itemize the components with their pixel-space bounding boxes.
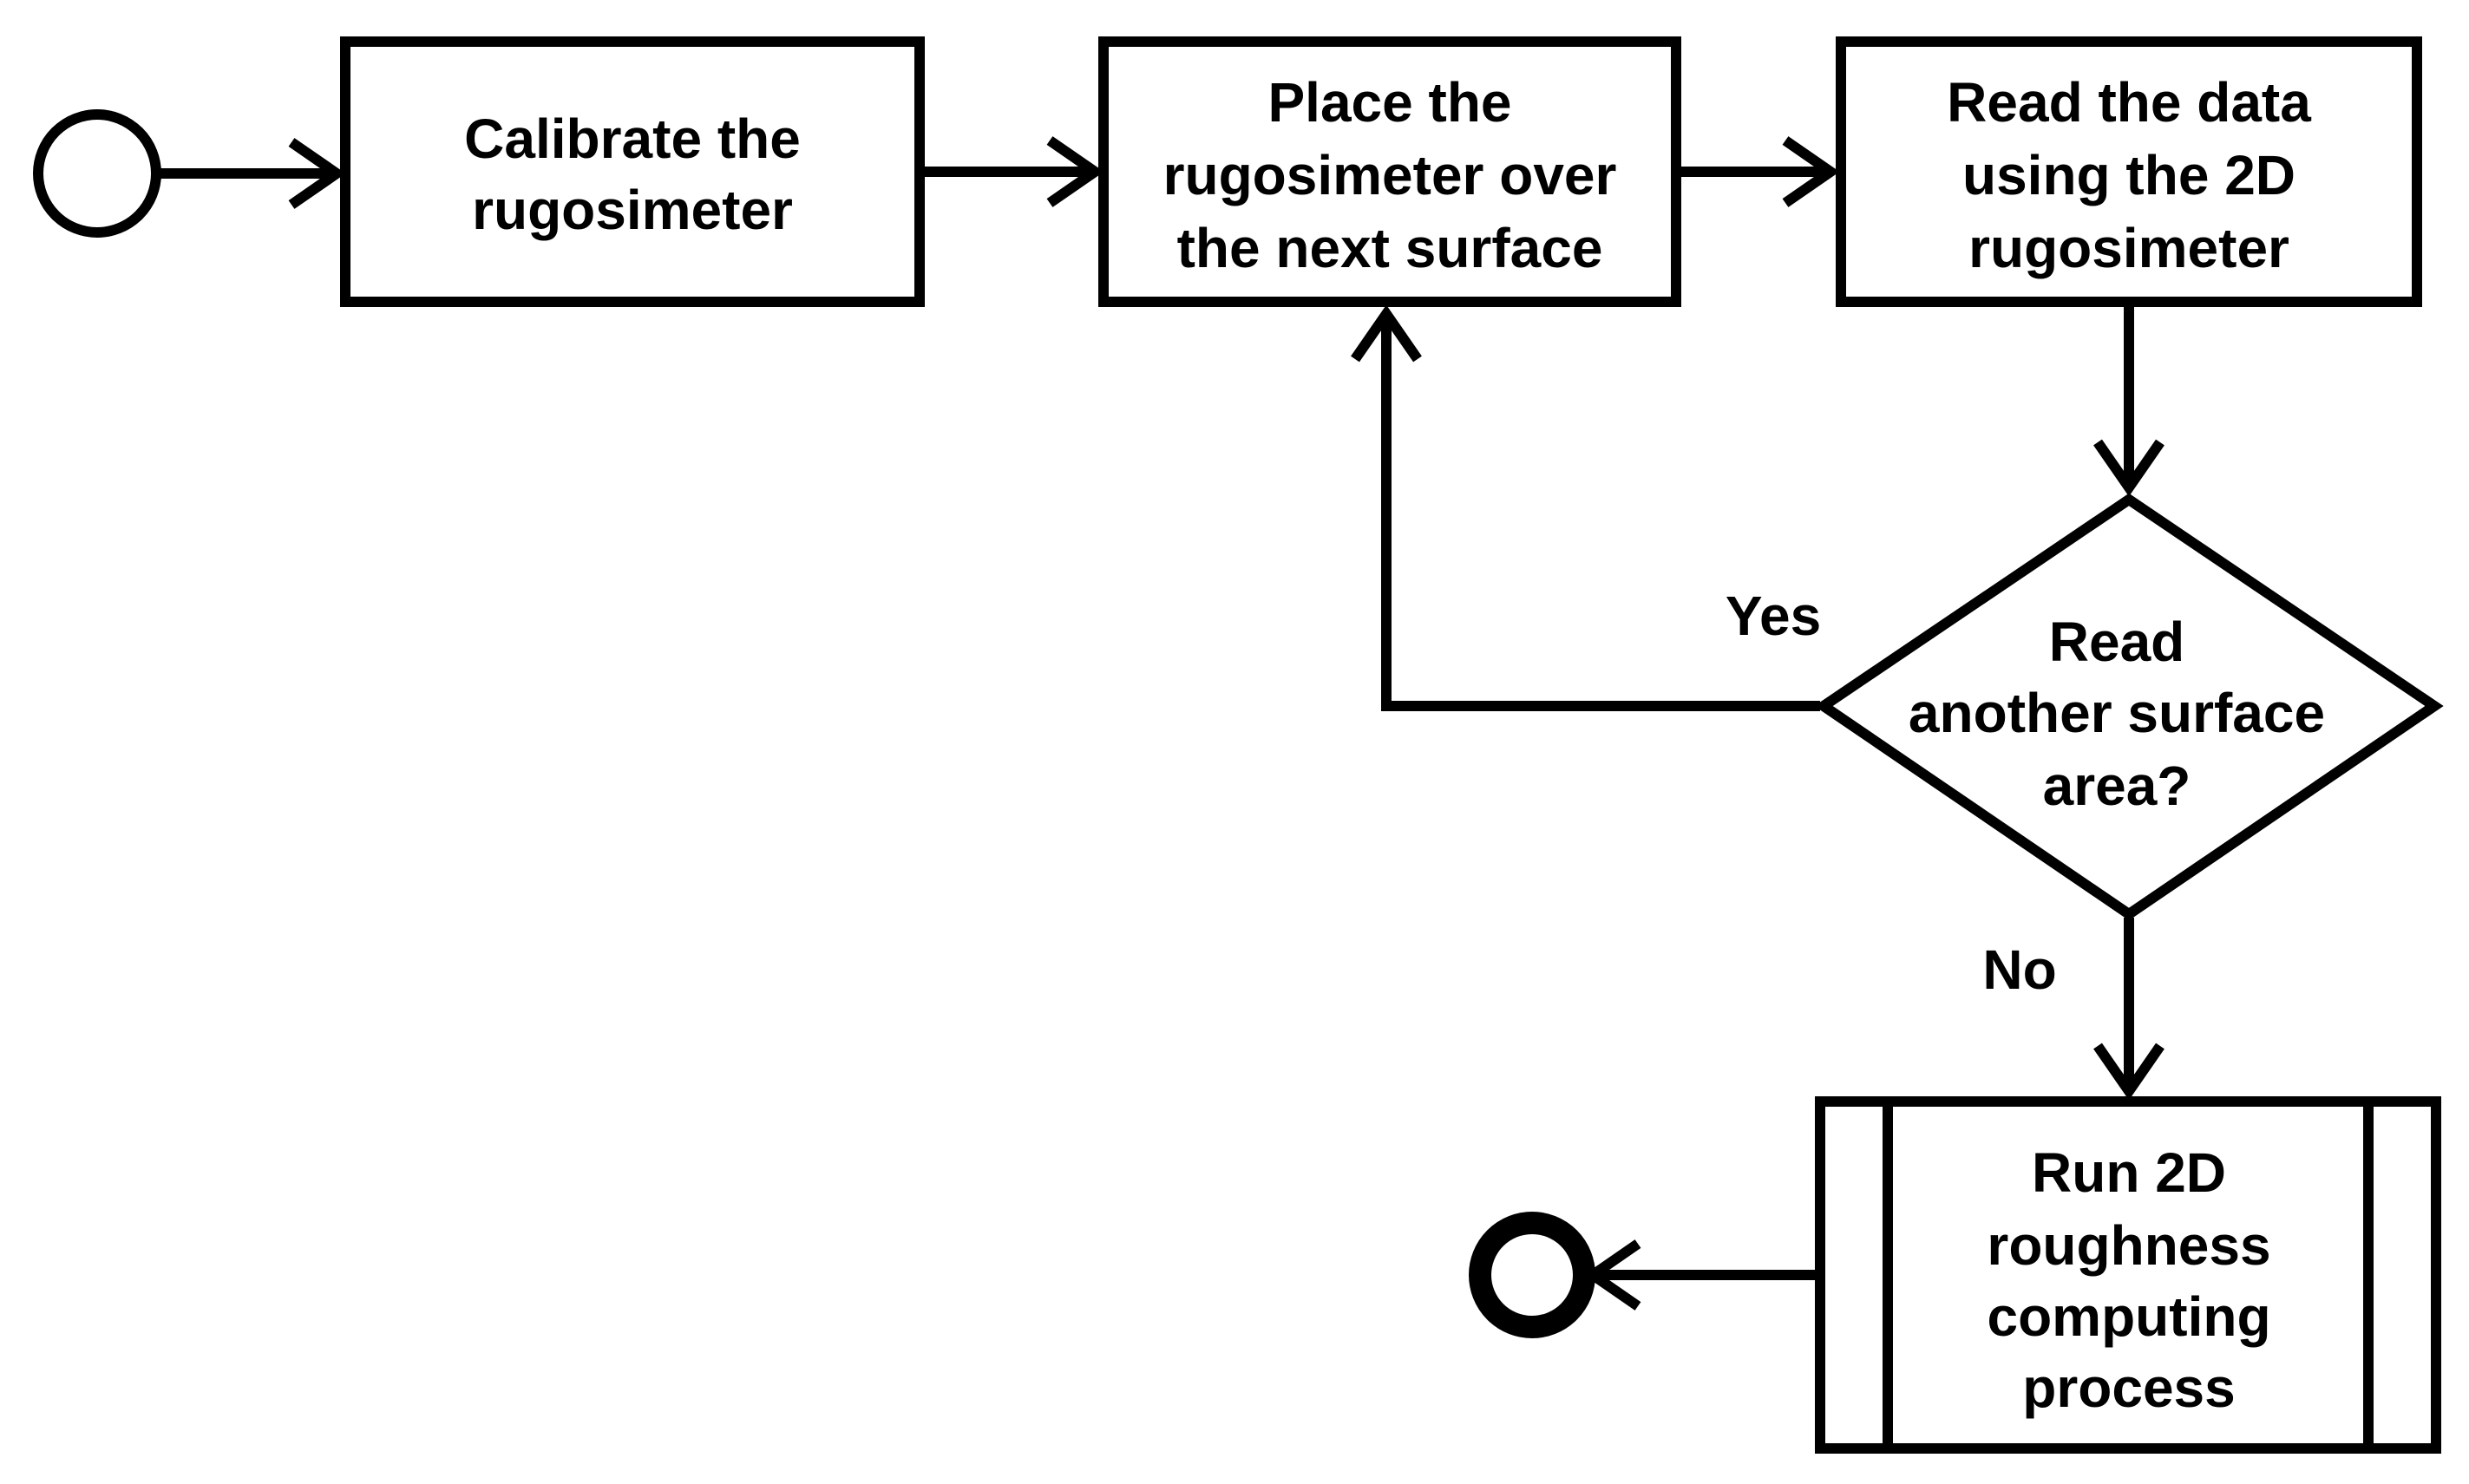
step-place-line-2: rugosimeter over (1163, 144, 1617, 206)
step-place-rugosimeter: Place the rugosimeter over the next surf… (1098, 36, 1681, 307)
decision-line-3: area? (2043, 755, 2191, 817)
step-calibrate: Calibrate the rugosimeter (340, 36, 925, 307)
step-calibrate-line-2: rugosimeter (472, 179, 793, 241)
step-read-line-2: using the 2D (1962, 144, 2295, 206)
step-read-line-1: Read the data (1947, 71, 2311, 134)
connector-read-to-decision (2093, 307, 2164, 497)
end-event (1469, 1212, 1595, 1338)
label-no: No (1982, 938, 2056, 1001)
decision-line-2: another surface (1909, 682, 2325, 744)
step-run-roughness-process: Run 2D roughness computing process (1815, 1096, 2441, 1454)
connector-calibrate-to-place (925, 136, 1104, 207)
step-read-line-3: rugosimeter (1968, 217, 2289, 279)
step-place-line-1: Place the (1267, 71, 1511, 134)
connector-run-to-end (1583, 1239, 1815, 1311)
connector-start-to-calibrate (158, 138, 346, 209)
step-run-line-2: roughness (1987, 1214, 2270, 1277)
step-run-line-4: process (2022, 1357, 2235, 1419)
decision-read-another: Read another surface area? (1814, 493, 2444, 921)
start-event (33, 109, 161, 238)
step-calibrate-line-1: Calibrate the (464, 108, 801, 170)
decision-line-1: Read (2049, 611, 2185, 673)
connector-place-to-read (1681, 136, 1840, 207)
label-yes: Yes (1726, 585, 1821, 647)
connector-yes-to-place (1351, 304, 1820, 711)
step-run-line-3: computing (1987, 1285, 2270, 1348)
step-place-line-3: the next surface (1177, 217, 1603, 279)
step-read-data: Read the data using the 2D rugosimeter (1836, 36, 2422, 307)
step-run-line-1: Run 2D (2032, 1141, 2226, 1204)
connector-no-to-run (2093, 918, 2164, 1101)
